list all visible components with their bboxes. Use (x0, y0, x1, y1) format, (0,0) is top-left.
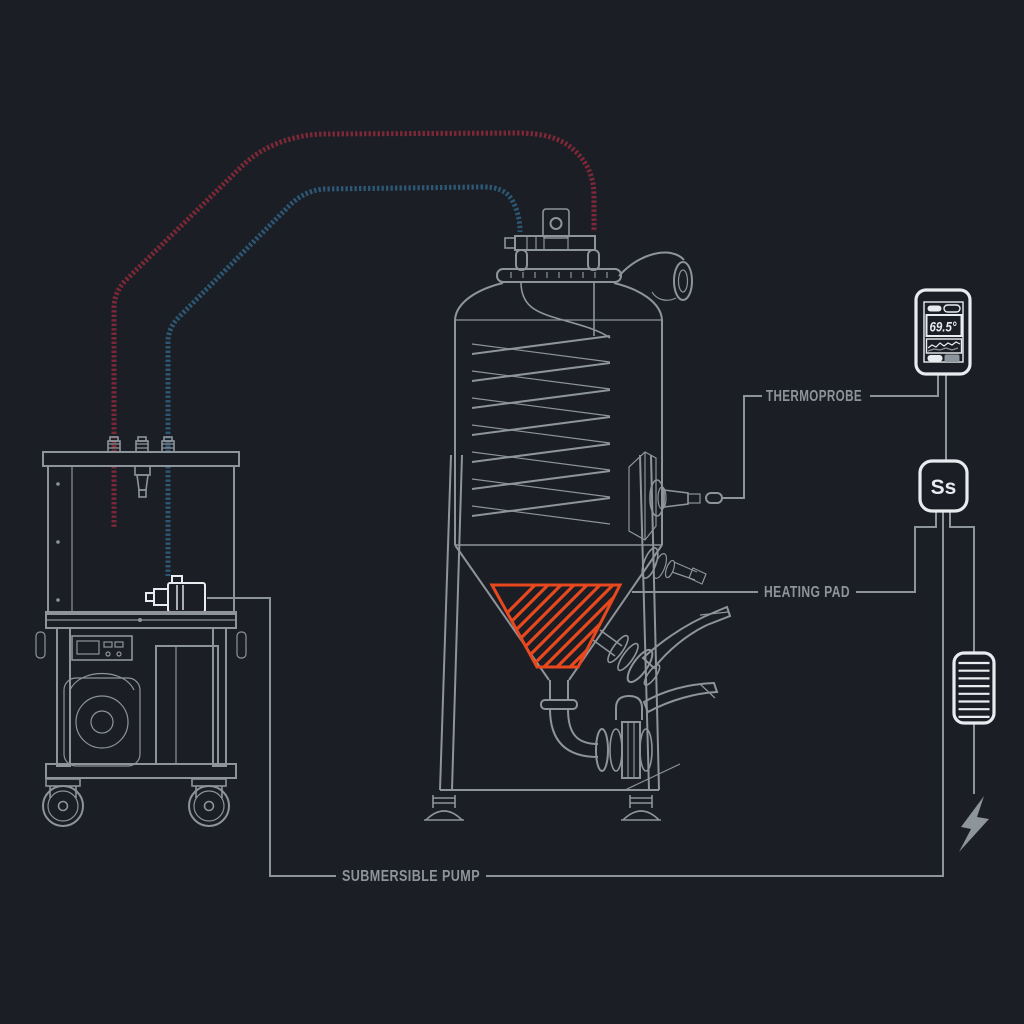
blowoff-arm (618, 251, 693, 301)
controller-screen (923, 301, 964, 363)
fermenter-body (454, 282, 663, 681)
wiring (207, 373, 975, 877)
thermoprobe-label: THERMOPROBE (766, 388, 862, 405)
hose-barb (135, 436, 149, 453)
ss-logo: Ss (931, 476, 957, 499)
side-plate (628, 451, 657, 541)
lightning-bolt-icon (959, 796, 989, 852)
fermenter (424, 208, 732, 821)
chiller-cart (35, 611, 247, 779)
hose-barb (107, 436, 121, 453)
heating-pad-label: HEATING PAD (764, 584, 850, 601)
chiller-unit (35, 436, 247, 827)
thermoprobe-sensor (705, 492, 723, 504)
fermenter-legs (424, 454, 681, 821)
submersible-pump (145, 575, 206, 613)
compressor (63, 672, 141, 767)
temperature-controller: 69.5° (914, 288, 972, 376)
drain-valve (609, 681, 719, 779)
racking-valve (592, 605, 732, 686)
labels: THERMOPROBE HEATING PAD SUBMERSIBLE PUMP (342, 388, 862, 885)
leg-foot (424, 795, 464, 821)
glycol-tank (42, 436, 240, 615)
cooling-coil (471, 281, 611, 525)
thermoprobe-wire (870, 373, 939, 397)
sample-port (641, 547, 707, 585)
chiller-coil-quick-connects (504, 208, 596, 251)
submersible-pump-label: SUBMERSIBLE PUMP (342, 868, 480, 885)
submersible-pump-wire (486, 511, 944, 877)
leg-foot (621, 795, 661, 821)
hot-hose (111, 130, 597, 528)
thermoprobe-wire (722, 395, 762, 499)
power-wire (949, 511, 975, 652)
temperature-readout-box (925, 314, 963, 337)
heating-element-icon (952, 651, 996, 725)
submersible-pump-wire (207, 597, 336, 877)
lid-assembly (496, 208, 622, 283)
thermowell-port (649, 479, 701, 517)
cold-hose (165, 184, 523, 576)
heating-pad-wire (856, 511, 937, 593)
control-panel (71, 635, 133, 661)
temperature-readout: 69.5° (930, 320, 958, 335)
caster-wheel (188, 778, 230, 827)
side-housing (155, 645, 219, 765)
caster-wheel (42, 778, 84, 827)
drain-assembly (540, 680, 719, 779)
inline-fitting (134, 465, 151, 498)
hose-barb (161, 436, 175, 453)
temperature-graph (925, 338, 963, 354)
ss-badge: Ss (918, 459, 969, 513)
